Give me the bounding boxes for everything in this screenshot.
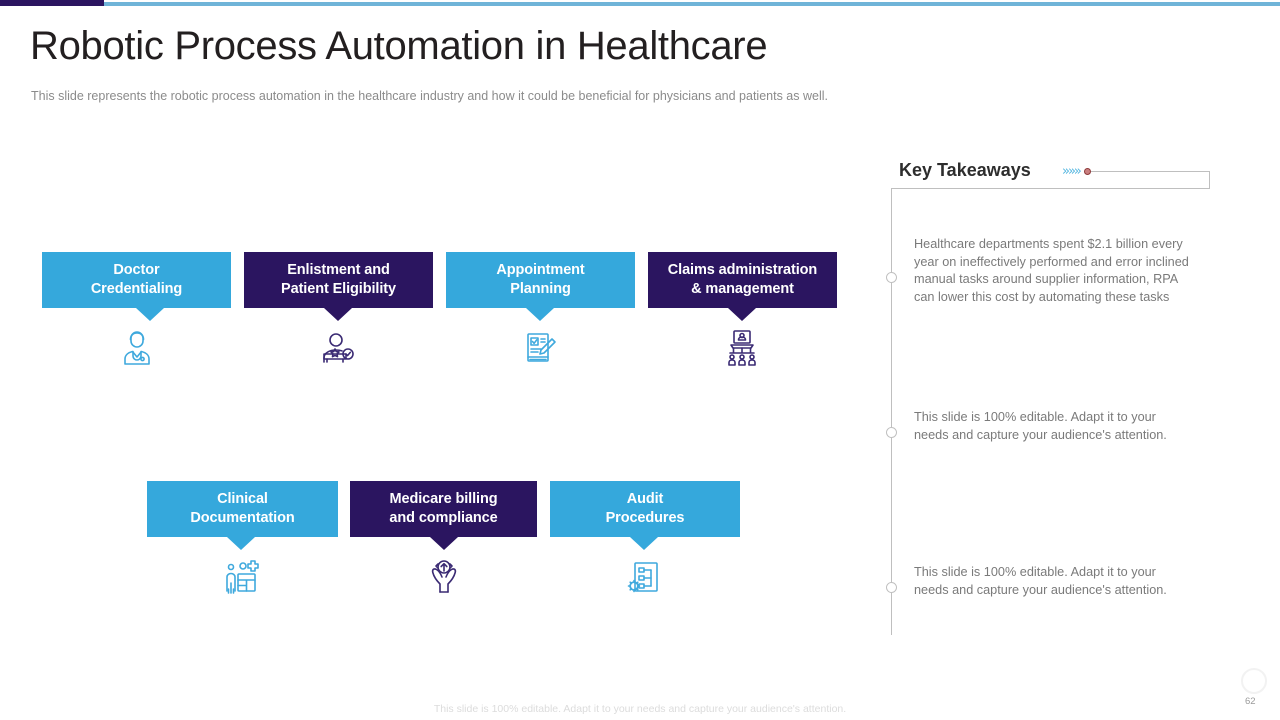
panel-line-bottom [891,188,1210,189]
process-box-pointer [324,308,352,321]
key-takeaway-text: This slide is 100% editable. Adapt it to… [914,565,1167,597]
process-box[interactable]: Clinical Documentation [147,481,338,550]
panel-line-right [1209,171,1210,189]
process-box[interactable]: Claims administration & management [648,252,837,321]
process-box[interactable]: Appointment Planning [446,252,635,321]
process-box-label: Enlistment and Patient Eligibility [281,262,396,297]
process-box[interactable]: Enlistment and Patient Eligibility [244,252,433,321]
process-box-pointer [136,308,164,321]
key-takeaways-title: Key Takeaways [899,160,1031,180]
patient-eligibility-icon [316,326,360,370]
process-box-label: Appointment Planning [496,262,585,297]
process-box-pointer [728,308,756,321]
corner-watermark-icon [1241,668,1267,694]
timeline-marker [886,272,897,283]
footer-note: This slide is 100% editable. Adapt it to… [433,703,847,715]
audit-icon [623,555,667,599]
process-box[interactable]: Audit Procedures [550,481,740,550]
medicare-icon [422,555,466,599]
appointment-icon [518,326,562,370]
doctor-icon [115,326,159,370]
timeline-axis [891,188,892,635]
process-box-label: Claims administration & management [667,262,818,297]
process-box-label: Medicare billing and compliance [389,491,498,526]
chevron-right-icon: »»» [1062,164,1082,179]
process-box-pointer [430,537,458,550]
process-box-label: Clinical Documentation [190,491,295,526]
clinical-doc-icon [219,555,263,599]
process-box-label: Doctor Credentialing [90,262,183,297]
timeline-marker [886,427,897,438]
process-box-label: Audit Procedures [605,491,685,526]
page-title: Robotic Process Automation in Healthcare [30,24,768,68]
timeline-marker [886,582,897,593]
top-accent-bar-blue [104,2,1280,6]
process-box-pointer [630,537,658,550]
page-number: 62 [1245,696,1256,707]
accent-dot-icon [1084,168,1091,175]
panel-line-top [1091,171,1210,172]
process-box-pointer [227,537,255,550]
process-box[interactable]: Medicare billing and compliance [350,481,537,550]
page-subtitle: This slide represents the robotic proces… [31,89,828,103]
process-box-pointer [526,308,554,321]
process-box[interactable]: Doctor Credentialing [42,252,231,321]
key-takeaway-text: This slide is 100% editable. Adapt it to… [914,410,1167,442]
claims-icon [720,326,764,370]
top-accent-bar-dark [0,0,104,6]
key-takeaway-text: Healthcare departments spent $2.1 billio… [914,237,1189,304]
